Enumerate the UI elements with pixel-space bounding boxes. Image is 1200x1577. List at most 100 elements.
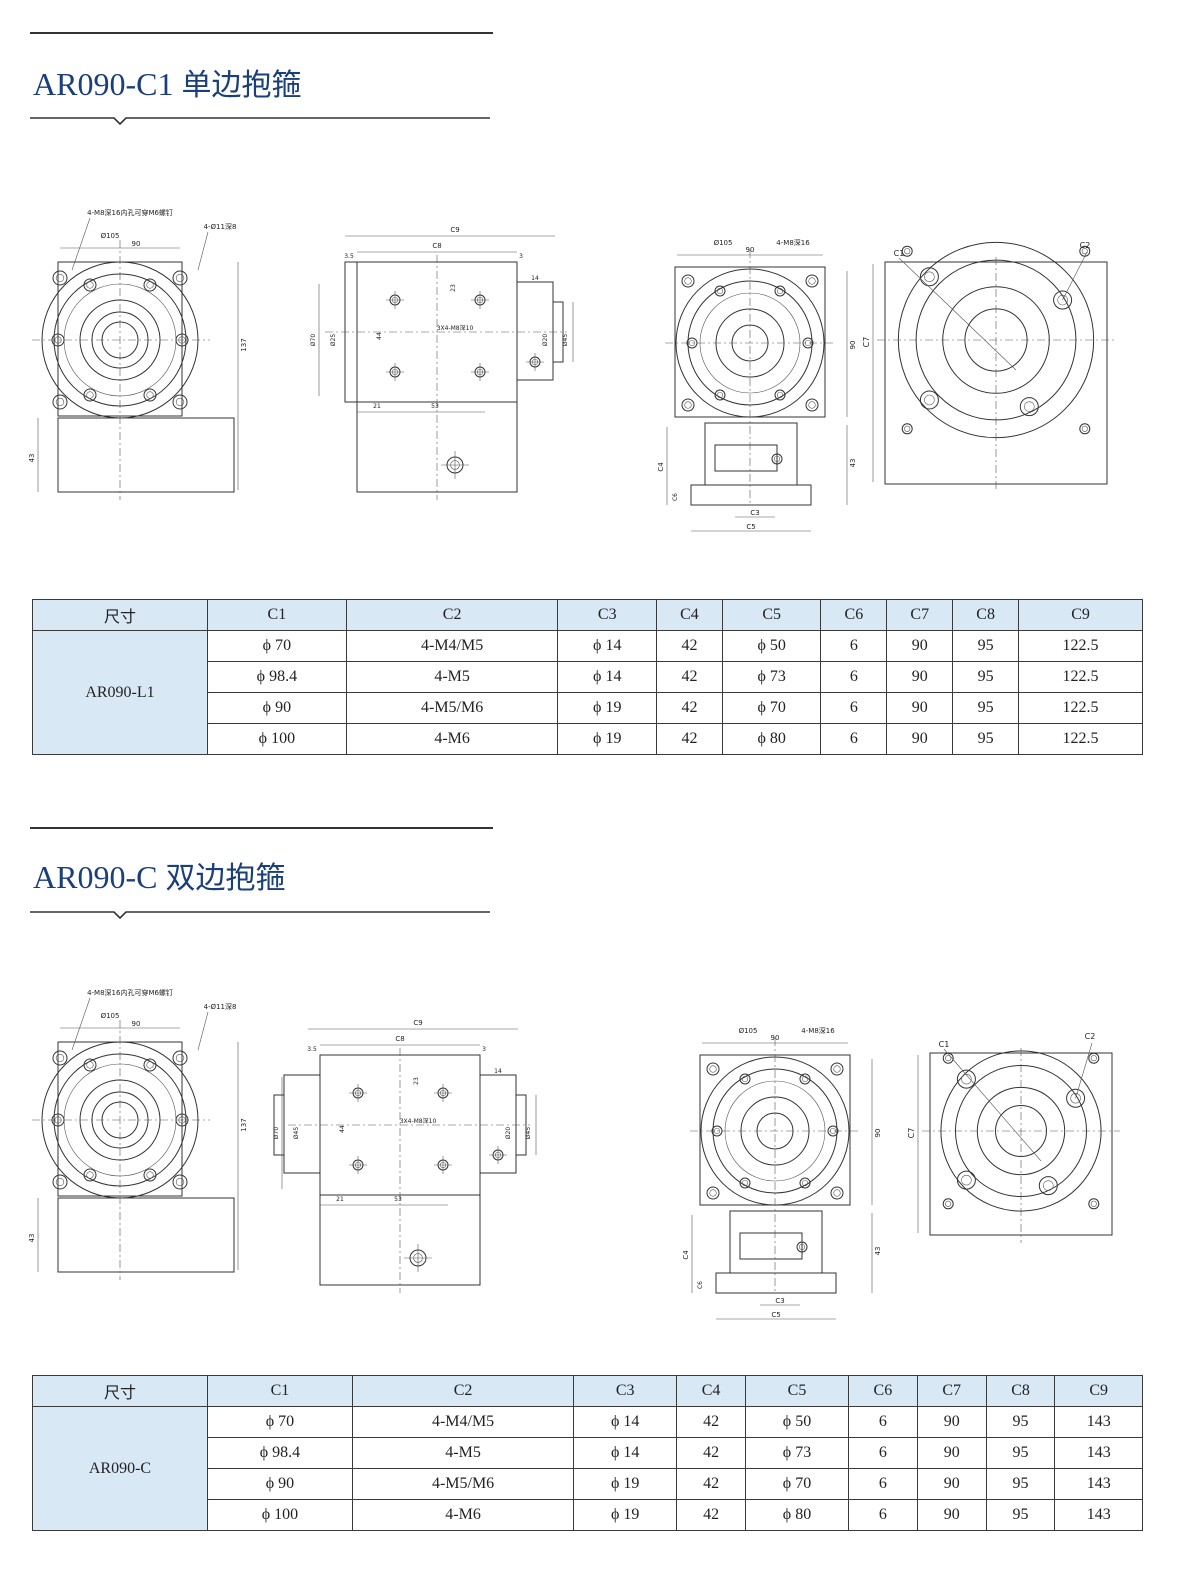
bolt-hole-inner [86, 1171, 94, 1179]
table-cell: ϕ 90 [207, 692, 347, 724]
dimension-label: C2 [1085, 1032, 1096, 1041]
dimension-label: 21 [373, 403, 381, 410]
bolt-hole [714, 389, 726, 401]
table-cell: 42 [676, 1406, 746, 1438]
bolt-hole [796, 1241, 808, 1253]
table-cell: 4-M4/M5 [351, 1406, 575, 1438]
table-cell: 42 [676, 1499, 746, 1531]
table-cell: 42 [656, 723, 723, 755]
table-cell: ϕ 98.4 [207, 661, 347, 693]
bolt-hole [942, 1052, 954, 1064]
bolt-hole-inner [146, 281, 154, 289]
dimension-label: Ø70 [310, 334, 317, 347]
clamp-inner [714, 444, 778, 472]
title-cn: 单边抱箍 [181, 68, 302, 103]
input-clamp [283, 1074, 321, 1174]
title-rule-top [30, 827, 493, 829]
header-c9: C9 [1054, 1375, 1143, 1407]
table-cell: ϕ 100 [207, 1499, 353, 1531]
leader-line [1062, 251, 1088, 301]
clamp-base [690, 484, 812, 506]
header-c9: C9 [1018, 599, 1143, 631]
header-c4: C4 [656, 599, 723, 631]
dimension-label: Ø20 [505, 1127, 512, 1140]
bolt-hole [143, 278, 157, 292]
table-cell: ϕ 14 [573, 1437, 678, 1469]
table-cell: 4-M5 [345, 661, 559, 693]
bolt-hole-inner [1081, 425, 1088, 432]
bolt-hole [714, 285, 726, 297]
bolt-hole [83, 1058, 97, 1072]
bolt-hole [1053, 290, 1073, 310]
bolt-hole [739, 1177, 751, 1189]
table-cell: ϕ 70 [721, 692, 822, 724]
dimension-label: 4-Ø11深8 [204, 222, 237, 231]
bolt-hole [805, 398, 819, 412]
bolt-hole [172, 270, 188, 286]
dimension-label: C7 [907, 1128, 916, 1139]
table-cell: 122.5 [1018, 661, 1143, 693]
table-cell: 4-M4/M5 [345, 630, 559, 662]
table-cell: 6 [847, 1468, 918, 1500]
table-cell: ϕ 80 [721, 723, 822, 755]
dimension-label: 4-M8深16内孔可穿M6螺钉 [87, 208, 173, 217]
dimension-label: 137 [240, 338, 248, 351]
header-c2: C2 [345, 599, 559, 631]
bolt-hole-inner [776, 391, 784, 399]
leader-line [197, 1011, 209, 1051]
bolt-hole [1066, 1088, 1086, 1108]
bolt-hole [1088, 1052, 1100, 1064]
dimension-label: C5 [746, 523, 755, 531]
leader-line [71, 997, 91, 1051]
dimension-label: Ø45 [525, 1127, 532, 1140]
bolt-hole-inner [741, 1179, 749, 1187]
table-cell: 122.5 [1018, 723, 1143, 755]
table-cell: 6 [820, 661, 888, 693]
dimension-label: 90 [746, 246, 755, 254]
dimension-label: 3 [519, 253, 523, 260]
table-cell: 4-M6 [351, 1499, 575, 1531]
bolt-hole [172, 1174, 188, 1190]
bolt-hole [143, 388, 157, 402]
shaft-end [273, 1094, 285, 1156]
dimension-label: C8 [395, 1035, 404, 1043]
bolt-hole-inner [798, 1243, 806, 1251]
table-cell: 95 [952, 723, 1020, 755]
table-cell: ϕ 70 [745, 1468, 849, 1500]
table-cell: ϕ 73 [745, 1437, 849, 1469]
bolt-hole [830, 1062, 844, 1076]
dimension-label: 90 [132, 1020, 141, 1028]
dimension-label: 3.5 [307, 1046, 317, 1053]
dimension-label: Ø105 [739, 1027, 758, 1035]
bolt-hole-inner [1043, 1180, 1054, 1191]
bolt-hole-inner [961, 1174, 972, 1186]
table-cell: 90 [886, 723, 954, 755]
leader-line [1075, 1042, 1093, 1099]
table-cell: ϕ 73 [721, 661, 822, 693]
housing-base [57, 1197, 235, 1273]
table-cell: 122.5 [1018, 692, 1143, 724]
bolt-hole-inner [1024, 401, 1035, 412]
table-cell: 143 [1054, 1406, 1143, 1438]
bolt-hole-inner [688, 339, 696, 347]
dimension-label: Ø45 [293, 1127, 300, 1140]
table-cell: 90 [886, 692, 954, 724]
header-c6: C6 [820, 599, 888, 631]
table-cell: 143 [1054, 1468, 1143, 1500]
bolt-hole [774, 389, 786, 401]
bolt-hole [830, 1186, 844, 1200]
bolt-hole [172, 394, 188, 410]
bolt-hole [739, 1073, 751, 1085]
header-c3: C3 [573, 1375, 678, 1407]
dimension-label: 44 [376, 332, 383, 340]
table-cell: 6 [820, 692, 888, 724]
title-rule-bottom [30, 911, 490, 920]
table-cell: ϕ 19 [557, 723, 658, 755]
